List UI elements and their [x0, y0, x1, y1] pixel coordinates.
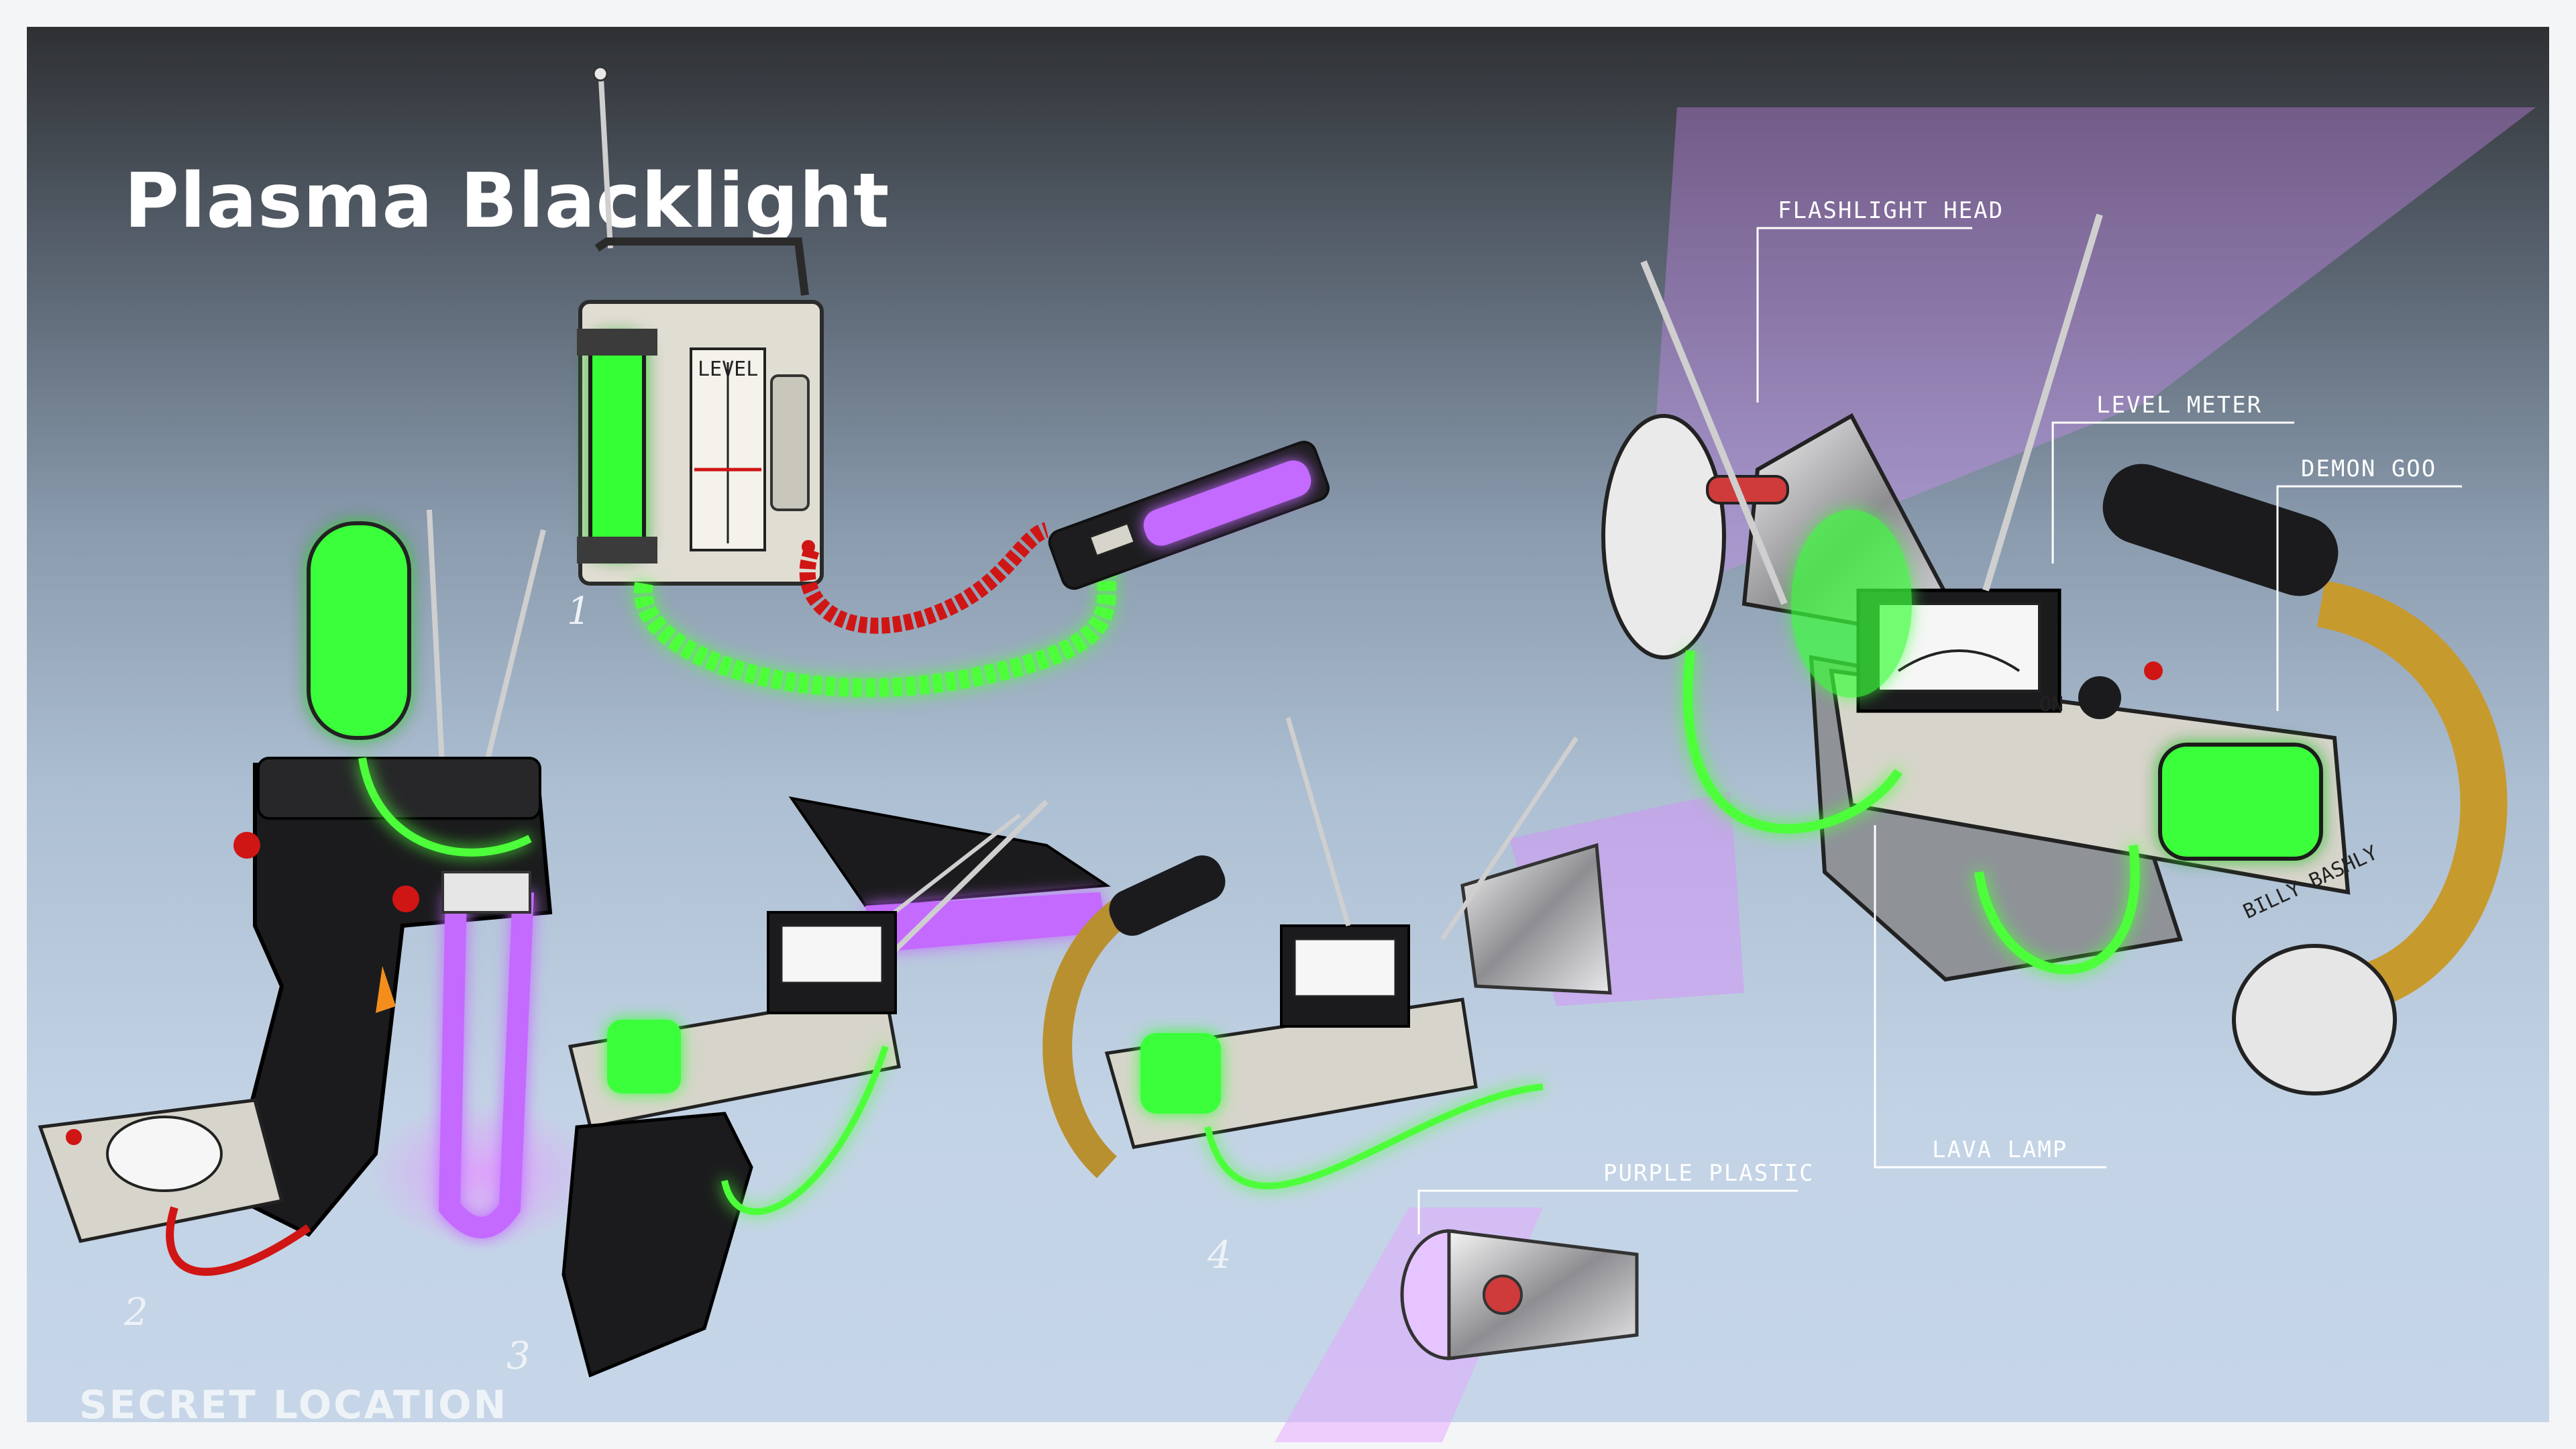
page-title: Plasma Blacklight	[124, 158, 890, 245]
callout-flashlight-head: FLASHLIGHT HEAD	[1756, 197, 2004, 402]
variant-number-2: 2	[123, 1291, 148, 1334]
variant-1-blacklight-wand	[1048, 441, 1330, 590]
orange-trigger	[376, 966, 396, 1013]
variant-2-pistol-lamp	[38, 509, 553, 1276]
green-hose-right	[1974, 845, 2140, 975]
antenna	[598, 66, 613, 249]
antenna-a	[1640, 260, 1788, 605]
flashlight-head	[1460, 843, 1612, 995]
green-hose	[721, 1045, 889, 1216]
callout-lava-lamp-text: LAVA LAMP	[1932, 1136, 2068, 1163]
knob	[2078, 676, 2121, 719]
antenna-a	[870, 800, 1049, 975]
canister-cap-top	[577, 329, 657, 356]
callout-level-meter-text: LEVEL METER	[2096, 392, 2262, 419]
green-coil-cord	[633, 549, 1116, 698]
callout-purple-plastic-text: PURPLE PLASTIC	[1603, 1160, 1815, 1187]
antenna-b	[480, 529, 546, 779]
meter-face	[780, 924, 883, 984]
purple-bars	[865, 892, 1107, 953]
antenna-a	[427, 509, 445, 779]
goo-window	[607, 1020, 681, 1093]
handheld-haze	[369, 1100, 597, 1248]
demon-goo-canister	[2158, 743, 2323, 861]
callout-flashlight-head-text: FLASHLIGHT HEAD	[1778, 197, 2004, 224]
green-hose-left	[1683, 650, 1902, 834]
barrel-top	[788, 796, 1111, 908]
speaker-slots	[770, 374, 810, 511]
green-hose	[358, 757, 532, 857]
black-grip	[2102, 464, 2339, 596]
callout-level-meter: LEVEL METER	[2051, 392, 2294, 564]
variant-number-4: 4	[1207, 1234, 1232, 1277]
purple-plastic-detail	[1400, 1229, 1639, 1360]
callout-lava-lamp: LAVA LAMP	[1874, 825, 2106, 1169]
callout-demon-goo-text: DEMON GOO	[2301, 455, 2436, 482]
end-cap	[2232, 944, 2397, 1095]
purple-tube	[1143, 460, 1311, 546]
variant-number-3: 3	[506, 1334, 531, 1378]
variant-3-gun-meter	[561, 796, 1111, 1378]
red-button-right	[392, 885, 419, 912]
antenna-b	[1440, 737, 1578, 941]
carry-handle	[594, 237, 809, 296]
callout-purple-plastic: PURPLE PLASTIC	[1417, 1160, 1815, 1234]
on-label: ON	[2039, 693, 2063, 716]
gold-tube	[2316, 580, 2508, 1016]
red-button	[2144, 661, 2163, 680]
goo-canister	[588, 333, 646, 559]
dial	[106, 1116, 223, 1192]
lava-lamp-tube	[307, 521, 411, 740]
meter-face	[1293, 938, 1397, 998]
variant-number-1: 1	[567, 590, 591, 633]
variant-4-flashlight	[1042, 717, 1612, 1189]
brand-badge	[1706, 475, 1789, 504]
purple-u-tube	[438, 892, 534, 1238]
red-button-left	[233, 832, 260, 859]
variant-1-cords	[633, 522, 1116, 698]
lava-lamp-glow	[1791, 510, 1912, 698]
red-coil-cord	[799, 522, 1050, 634]
gold-tube	[1042, 885, 1148, 1179]
red-cable	[166, 1206, 311, 1276]
flashlight-lens	[1601, 414, 1726, 659]
green-hose	[1204, 1083, 1544, 1189]
goo-window	[1140, 1033, 1221, 1114]
black-grip	[1109, 855, 1226, 936]
level-label: LEVEL	[698, 358, 758, 381]
callout-demon-goo: DEMON GOO	[2276, 455, 2462, 711]
canister-cap-bottom	[577, 537, 657, 564]
antenna-b	[1982, 213, 2103, 592]
grip	[561, 1112, 753, 1378]
antenna-a	[1285, 717, 1351, 926]
brand-logo: SECRET LOCATION	[79, 1382, 508, 1422]
main-device: ON BILLY BASHLY	[1601, 213, 2508, 1095]
variant-1-radio-device: LEVEL	[577, 66, 824, 586]
